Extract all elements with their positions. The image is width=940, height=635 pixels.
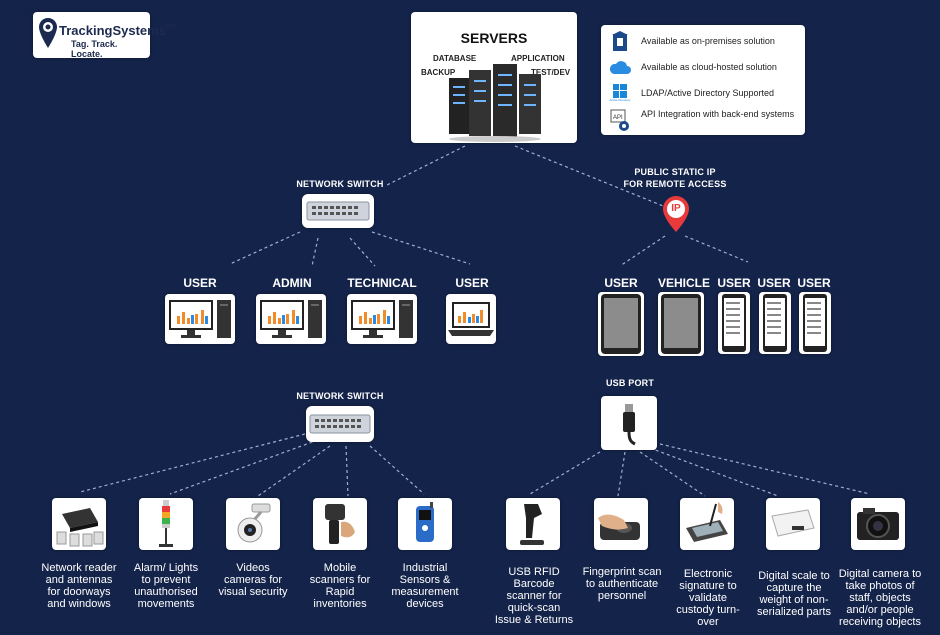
features-card: Available as on-premises solution Availa… — [601, 25, 805, 135]
barcode-scanner-label: USB RFID Barcode scanner for quick-scan … — [494, 566, 574, 626]
cloud-icon — [609, 57, 631, 77]
barcode-scanner-icon — [520, 504, 544, 545]
tablet-device — [658, 292, 704, 356]
mobile-user-label: USER — [797, 276, 831, 290]
ip-badge-text: IP — [671, 203, 681, 214]
feature-text: Available as on-premises solution — [641, 36, 775, 46]
network-switch-icon — [309, 414, 371, 434]
digital-scale-icon — [771, 509, 815, 537]
desktop-computer-icon — [260, 300, 322, 338]
mobile-scanner-card — [313, 498, 367, 550]
servers-title: SERVERS — [460, 30, 528, 46]
feature-item: Active Directory LDAP/Active Directory S… — [609, 83, 797, 103]
network-switch-bottom-label: NETWORK SWITCH — [296, 391, 384, 401]
technical-label: TECHNICAL — [347, 276, 417, 290]
user-label: USER — [455, 276, 489, 290]
tablet-icon — [661, 294, 701, 354]
network-switch-bottom — [306, 406, 374, 442]
servers-database-label: DATABASE — [433, 54, 477, 63]
desktop-workstation — [165, 294, 235, 344]
smartphone-device — [718, 292, 750, 354]
industrial-sensor-card — [398, 498, 452, 550]
feature-item: Available as on-premises solution — [609, 31, 797, 51]
fingerprint-scanner-icon — [598, 514, 640, 540]
desktop-workstation — [347, 294, 417, 344]
admin-label: ADMIN — [272, 276, 312, 290]
handheld-scanner-icon — [325, 504, 355, 544]
api-gear-icon: API — [609, 109, 631, 133]
alarm-lights-card — [139, 498, 193, 550]
digital-camera-label: Digital camera to take photos of staff, … — [838, 568, 922, 628]
rfid-reader-icon — [56, 508, 104, 547]
feature-item: Available as cloud-hosted solution — [609, 57, 797, 77]
servers-card: SERVERS DATABASE BACKUP APPLICATION TEST… — [411, 12, 577, 143]
smartphone-device — [759, 292, 791, 354]
building-icon — [609, 31, 631, 51]
location-pin-icon — [39, 18, 57, 48]
usb-port — [601, 396, 657, 450]
servers-backup-label: BACKUP — [421, 68, 456, 77]
signature-pad-card — [680, 498, 734, 550]
mobile-user-label: USER — [757, 276, 791, 290]
mobile-user-label: USER — [717, 276, 751, 290]
desktop-computer-icon — [351, 300, 413, 338]
logo-superscript: IoT — [165, 23, 177, 31]
video-camera-card — [226, 498, 280, 550]
desktop-computer-icon — [169, 300, 231, 338]
smartphone-icon — [763, 294, 787, 352]
fingerprint-label: Fingerprint scan to authenticate personn… — [582, 566, 662, 602]
signature-pad-label: Electronic signature to validate custody… — [676, 568, 740, 628]
desktop-workstation — [256, 294, 326, 344]
smartphone-icon — [722, 294, 746, 352]
digital-scale-label: Digital scale to capture the weight of n… — [757, 570, 831, 618]
usb-cable-icon — [623, 404, 636, 446]
network-switch-top — [302, 194, 374, 228]
usb-port-label: USB PORT — [605, 378, 655, 388]
vehicle-label: VEHICLE — [657, 276, 710, 290]
smartphone-icon — [803, 294, 827, 352]
fingerprint-card — [594, 498, 648, 550]
network-reader-card — [52, 498, 106, 550]
api-icon-text: API — [613, 115, 623, 121]
smartphone-device — [799, 292, 831, 354]
tablet-icon — [601, 294, 641, 354]
laptop-icon — [448, 302, 494, 336]
windows-icon: Active Directory — [609, 83, 631, 103]
laptop-workstation — [446, 294, 496, 344]
user-label: USER — [183, 276, 217, 290]
public-ip-line1: PUBLIC STATIC IP — [634, 167, 716, 177]
mobile-user-label: USER — [604, 276, 638, 290]
network-reader-label: Network reader and antennas for doorways… — [41, 562, 117, 610]
logo-tagline: Tag. Track. Locate. — [71, 39, 118, 59]
servers-testdev-label: TEST/DEV — [531, 68, 571, 77]
logo-card: TrackingSystemsIoT Tag. Track. Locate. — [33, 12, 176, 59]
public-ip-line2: FOR REMOTE ACCESS — [623, 179, 727, 189]
signature-pad-icon — [686, 502, 728, 542]
alarm-tower-light-icon — [159, 500, 173, 547]
network-switch-icon — [306, 201, 370, 221]
digital-camera-card — [851, 498, 905, 550]
feature-text: LDAP/Active Directory Supported — [641, 88, 775, 98]
servers-application-label: APPLICATION — [511, 54, 565, 63]
public-ip-label: PUBLIC STATIC IP FOR REMOTE ACCESS — [610, 166, 740, 190]
server-rack-icon — [449, 64, 541, 142]
feature-text: API Integration with back-end systems — [641, 109, 795, 119]
windows-icon-caption: Active Directory — [609, 98, 631, 102]
digital-camera-icon — [857, 508, 899, 540]
digital-scale-card — [766, 498, 820, 550]
industrial-sensor-label: Industrial Sensors & measurement devices — [391, 562, 459, 610]
barcode-scanner-card — [506, 498, 560, 550]
feature-item: API API Integration with back-end system… — [609, 109, 797, 133]
video-camera-label: Videos cameras for visual security — [218, 562, 288, 598]
logo-name: TrackingSystems — [59, 23, 166, 38]
sensor-device-icon — [416, 502, 434, 542]
security-camera-icon — [237, 503, 271, 543]
network-switch-top-label: NETWORK SWITCH — [296, 179, 384, 189]
mobile-scanner-label: Mobile scanners for Rapid inventories — [309, 562, 371, 610]
feature-text: Available as cloud-hosted solution — [641, 62, 777, 72]
tablet-device — [598, 292, 644, 356]
ip-pin-icon: IP — [663, 196, 689, 232]
alarm-lights-label: Alarm/ Lights to prevent unauthorised mo… — [133, 562, 199, 610]
